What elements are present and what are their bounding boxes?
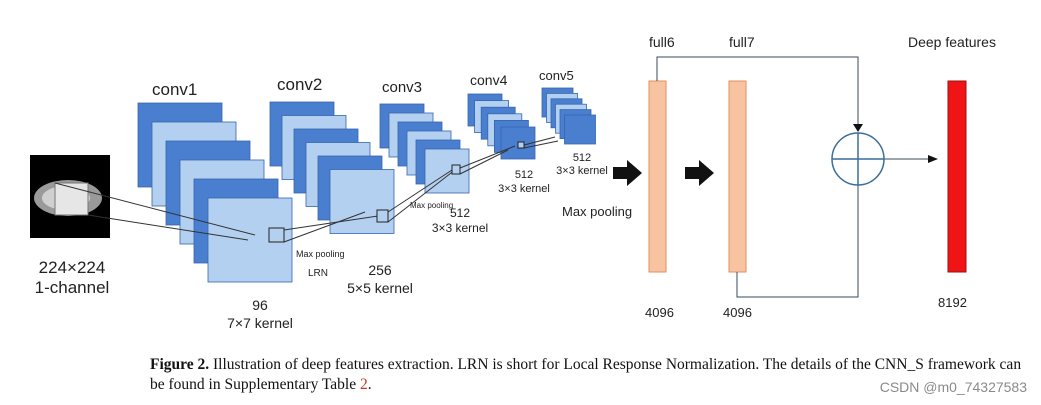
conv3-feature-map	[424, 148, 470, 194]
architecture-diagram: 224×224 1-channel conv1 conv2 conv3 conv…	[30, 34, 996, 331]
conv5-stack	[541, 87, 596, 145]
add-node-icon	[831, 132, 885, 186]
conv3-count: 512	[450, 206, 470, 220]
watermark: CSDN @m0_74327583	[879, 379, 1027, 395]
conv4-stack	[467, 93, 536, 160]
flow-arrow-1	[613, 160, 642, 186]
output-title: Deep features	[908, 34, 996, 50]
figure-caption: Figure 2. Illustration of deep features …	[150, 355, 1030, 395]
conv5-count: 512	[573, 152, 591, 164]
table-reference-link[interactable]: 2	[359, 376, 368, 393]
conv3-title: conv3	[382, 79, 422, 96]
conv3-kernel: 3×3 kernel	[432, 221, 488, 235]
caption-text: Illustration of deep features extraction…	[150, 356, 1022, 393]
projection-lines	[54, 136, 559, 243]
max-pooling-label-2: Max pooling	[410, 201, 453, 210]
max-pooling-main-label: Max pooling	[562, 204, 632, 219]
conv1-title: conv1	[152, 80, 197, 99]
conv-stacks	[137, 87, 596, 283]
caption-end: .	[367, 376, 372, 393]
conv2-feature-map	[329, 169, 395, 234]
input-channel-label: 1-channel	[35, 278, 110, 297]
conv2-kernel: 5×5 kernel	[347, 280, 413, 296]
conv5-feature-map	[564, 114, 596, 145]
conv2-stack	[269, 101, 395, 234]
flow-arrow-2	[685, 160, 714, 186]
conv4-count: 512	[515, 169, 533, 181]
conv1-stack	[137, 102, 293, 283]
full7-title: full7	[729, 34, 755, 50]
skip-connections	[656, 56, 938, 298]
full6-units: 4096	[645, 305, 674, 320]
full6-bar	[648, 80, 667, 273]
conv1-kernel: 7×7 kernel	[227, 315, 293, 331]
conv4-title: conv4	[470, 72, 508, 88]
conv2-title: conv2	[277, 75, 322, 94]
receptive-field-boxes	[268, 141, 525, 243]
figure-label: Figure 2.	[150, 356, 210, 373]
full6-title: full6	[649, 34, 675, 50]
full7-bar	[728, 80, 747, 273]
conv3-stack	[379, 103, 470, 194]
skip-arrowhead-down	[853, 124, 863, 132]
conv5-title: conv5	[539, 68, 574, 83]
lrn-label: LRN	[308, 268, 328, 279]
conv5-kernel: 3×3 kernel	[556, 165, 608, 177]
full7-units: 4096	[723, 305, 752, 320]
output-units: 8192	[938, 295, 967, 310]
conv4-kernel: 3×3 kernel	[498, 183, 550, 195]
output-bar	[947, 80, 967, 273]
input-size-label: 224×224	[39, 258, 106, 277]
conv1-count: 96	[252, 297, 268, 313]
max-pooling-label-1: Max pooling	[296, 249, 345, 259]
input-image	[30, 155, 110, 238]
conv2-count: 256	[368, 262, 392, 278]
